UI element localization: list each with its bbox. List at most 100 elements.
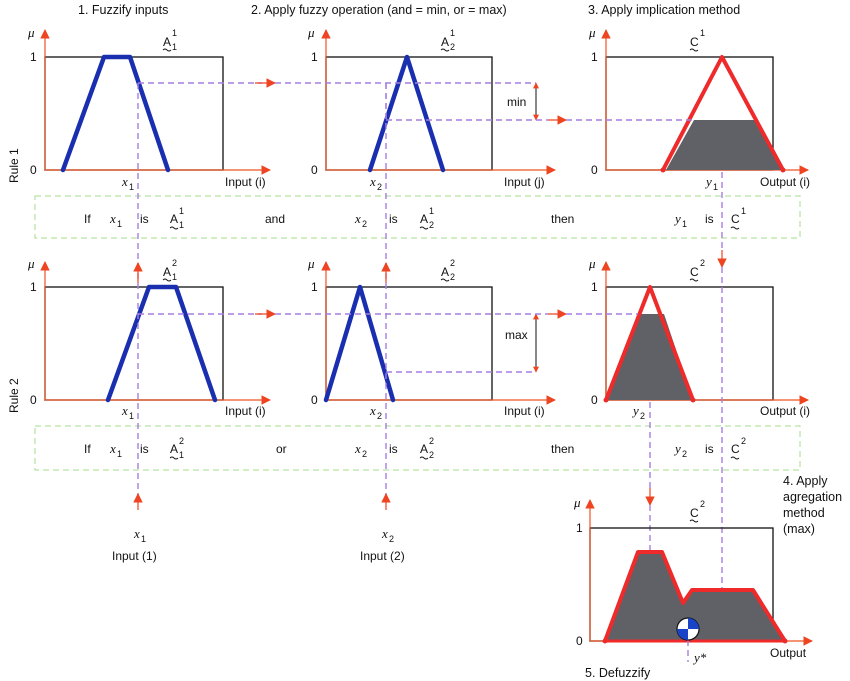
rule2-label: Rule 2 bbox=[7, 378, 21, 413]
rule1-statement: If x 1 is A 1 1 and x 2 is A 1 2 then y … bbox=[34, 195, 801, 239]
svg-text:If: If bbox=[84, 442, 91, 456]
svg-text:Input (1): Input (1) bbox=[112, 549, 157, 563]
svg-text:C: C bbox=[690, 265, 699, 279]
tick-one: 1 bbox=[591, 50, 598, 64]
svg-text:C: C bbox=[690, 35, 699, 49]
svg-text:C: C bbox=[731, 442, 740, 456]
centroid-icon bbox=[676, 617, 700, 641]
svg-text:C: C bbox=[731, 212, 740, 226]
tick-one: 1 bbox=[311, 50, 318, 64]
mu-label: μ bbox=[307, 25, 315, 40]
membership-a12 bbox=[105, 284, 218, 403]
set-label-c2: C 2 bbox=[689, 258, 705, 282]
var-x2-r1: x 2 bbox=[369, 174, 382, 192]
svg-text:1: 1 bbox=[172, 42, 177, 52]
svg-text:2: 2 bbox=[362, 219, 367, 229]
tick-one: 1 bbox=[591, 280, 598, 294]
svg-text:1: 1 bbox=[713, 182, 718, 192]
svg-text:x: x bbox=[381, 526, 388, 541]
svg-text:1: 1 bbox=[179, 206, 184, 216]
input1-label: x 1 Input (1) bbox=[112, 526, 157, 563]
svg-text:4. Apply: 4. Apply bbox=[783, 474, 828, 488]
membership-a22 bbox=[323, 284, 396, 403]
mu-label: μ bbox=[588, 256, 596, 271]
svg-text:Input (2): Input (2) bbox=[360, 549, 405, 563]
tick-one: 1 bbox=[30, 50, 37, 64]
panel-r1-input2: μ 1 0 Input (j) A 1 2 x 2 min bbox=[307, 25, 556, 192]
svg-text:x: x bbox=[369, 174, 376, 189]
axis-label-input-i: Input (i) bbox=[225, 404, 266, 418]
op-max: max bbox=[505, 328, 528, 342]
clipped-area-r2 bbox=[607, 314, 693, 400]
mu-label: μ bbox=[27, 25, 35, 40]
input-guides bbox=[133, 83, 391, 510]
svg-text:1: 1 bbox=[117, 219, 122, 229]
svg-text:2: 2 bbox=[179, 436, 184, 446]
svg-text:A: A bbox=[420, 442, 428, 456]
svg-text:2: 2 bbox=[700, 258, 705, 268]
axis-label-input-i: Input (i) bbox=[504, 404, 545, 418]
svg-text:A: A bbox=[441, 265, 449, 279]
svg-text:2: 2 bbox=[362, 449, 367, 459]
panel-r1-input1: μ 1 0 Input (i) A 1 1 x 1 bbox=[27, 25, 271, 192]
header-step3: 3. Apply implication method bbox=[588, 3, 740, 17]
svg-text:2: 2 bbox=[450, 258, 455, 268]
panel-r2-input2: μ 1 0 Input (i) A 2 2 x 2 max bbox=[307, 256, 556, 421]
tick-zero: 0 bbox=[30, 163, 37, 177]
svg-text:y: y bbox=[673, 441, 681, 456]
tick-zero: 0 bbox=[591, 163, 598, 177]
svg-text:is: is bbox=[705, 442, 714, 456]
svg-text:is: is bbox=[140, 442, 149, 456]
set-label-c2-agg: C 2 bbox=[689, 499, 705, 523]
svg-text:is: is bbox=[389, 212, 398, 226]
svg-text:2: 2 bbox=[700, 499, 705, 509]
tick-zero: 0 bbox=[576, 634, 583, 648]
svg-text:2: 2 bbox=[741, 436, 746, 446]
tick-one: 1 bbox=[311, 280, 318, 294]
membership-c2 bbox=[604, 285, 695, 401]
svg-text:method: method bbox=[783, 506, 825, 520]
svg-text:1: 1 bbox=[179, 450, 184, 460]
clipped-area-r1 bbox=[666, 120, 785, 170]
membership-c1 bbox=[661, 55, 785, 171]
panel-aggregation: μ 1 0 Output C 2 y* bbox=[573, 495, 813, 665]
svg-text:x: x bbox=[121, 403, 128, 418]
svg-text:x: x bbox=[109, 211, 116, 226]
svg-text:1: 1 bbox=[682, 219, 687, 229]
axis-label-output-i: Output (i) bbox=[760, 175, 810, 189]
svg-text:or: or bbox=[276, 442, 287, 456]
mu-label: μ bbox=[27, 256, 35, 271]
axis-label-output-i: Output (i) bbox=[760, 404, 810, 418]
svg-text:A: A bbox=[170, 212, 178, 226]
svg-text:1: 1 bbox=[129, 182, 134, 192]
svg-text:x: x bbox=[369, 403, 376, 418]
svg-text:1: 1 bbox=[429, 206, 434, 216]
guides-r2 bbox=[138, 309, 638, 373]
header-step1: 1. Fuzzify inputs bbox=[78, 3, 168, 17]
svg-text:2: 2 bbox=[450, 42, 455, 52]
svg-text:A: A bbox=[441, 35, 449, 49]
svg-text:x: x bbox=[354, 441, 361, 456]
svg-text:C: C bbox=[690, 506, 699, 520]
svg-text:x: x bbox=[121, 174, 128, 189]
svg-text:2: 2 bbox=[640, 411, 645, 421]
svg-text:is: is bbox=[705, 212, 714, 226]
svg-text:is: is bbox=[140, 212, 149, 226]
svg-text:agregation: agregation bbox=[783, 490, 842, 504]
svg-text:1: 1 bbox=[117, 449, 122, 459]
svg-text:A: A bbox=[163, 265, 171, 279]
svg-text:A: A bbox=[420, 212, 428, 226]
svg-text:2: 2 bbox=[389, 534, 394, 544]
set-label-a22: A 2 2 bbox=[440, 258, 455, 282]
svg-text:2: 2 bbox=[377, 411, 382, 421]
svg-text:2: 2 bbox=[682, 449, 687, 459]
set-label-c1: C 1 bbox=[689, 28, 705, 52]
tick-one: 1 bbox=[30, 280, 37, 294]
svg-text:A: A bbox=[170, 442, 178, 456]
aggregated-area bbox=[607, 552, 785, 641]
tick-zero: 0 bbox=[311, 393, 318, 407]
var-y1-r1: y 1 bbox=[704, 174, 718, 192]
var-x2-r2: x 2 bbox=[369, 403, 382, 421]
